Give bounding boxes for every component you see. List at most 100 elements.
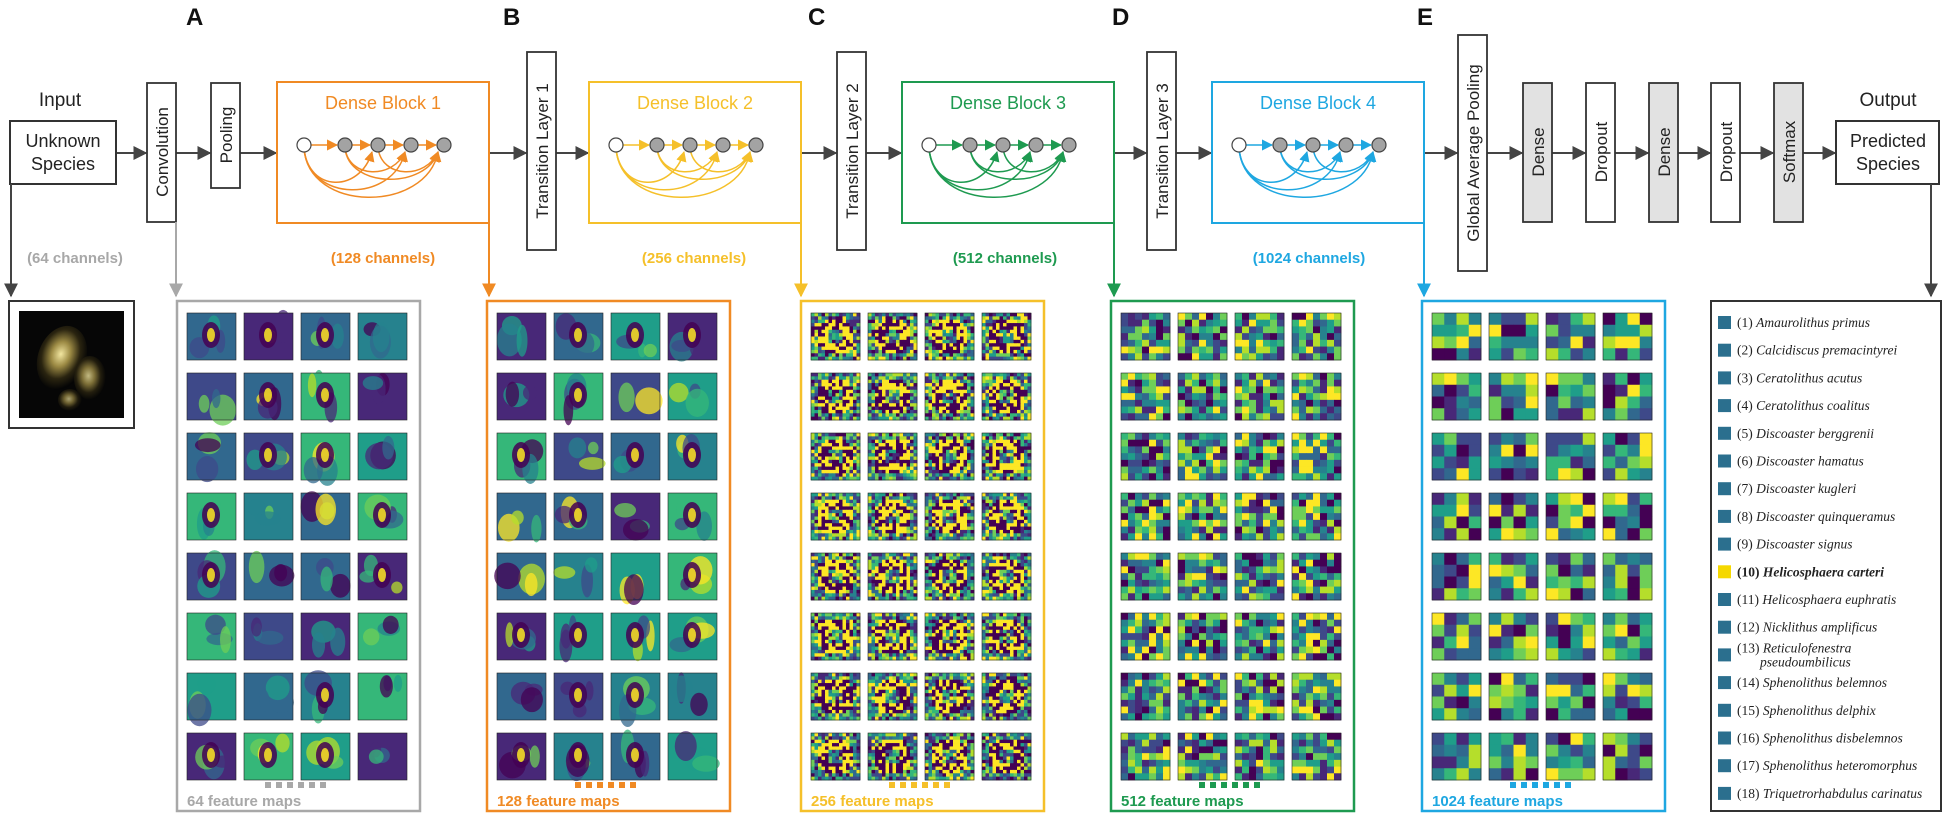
feature-map-tile xyxy=(243,550,295,601)
feature-map-tile xyxy=(553,432,606,481)
species-marker xyxy=(1718,620,1731,634)
section-letter-c: C xyxy=(808,4,825,31)
species-marker xyxy=(1718,731,1731,745)
feature-map-tile xyxy=(1602,612,1653,661)
species-label: (13) Reticulofenestra xyxy=(1737,640,1852,655)
feature-map-tile xyxy=(924,492,975,541)
dense-node xyxy=(649,137,665,153)
feature-map-tile xyxy=(1234,312,1285,361)
species-item: (18) Triquetrorhabdulus carinatus xyxy=(1718,786,1922,801)
dense-a-label: Dense xyxy=(1529,127,1548,176)
section-letters: A B C D E xyxy=(186,4,1433,31)
feature-map-tile xyxy=(981,552,1032,601)
feature-map-tile xyxy=(1431,612,1482,661)
more-maps-dot xyxy=(1554,782,1560,788)
species-item: (7) Discoaster kugleri xyxy=(1718,481,1856,496)
feature-map-tile xyxy=(300,312,351,361)
dense-node xyxy=(1231,137,1247,153)
feature-map-tile xyxy=(357,312,408,361)
more-maps-dot xyxy=(298,782,304,788)
species-label: (14) Sphenolithus belemnos xyxy=(1737,675,1887,690)
feature-map-tile xyxy=(610,492,661,541)
feature-map-tile xyxy=(1120,372,1171,421)
dense-node xyxy=(1338,137,1354,153)
feature-map-tile xyxy=(357,672,408,721)
feature-map-tile xyxy=(186,612,237,661)
transition-layer-2: Transition Layer 2 xyxy=(836,51,867,251)
feature-map-tile xyxy=(1291,312,1342,361)
dense-layer-b: Dense xyxy=(1648,82,1679,223)
dense-node xyxy=(337,137,353,153)
feature-map-tile xyxy=(1291,432,1342,481)
more-maps-dot xyxy=(1254,782,1260,788)
species-label: (7) Discoaster kugleri xyxy=(1737,481,1856,496)
species-marker xyxy=(1718,399,1731,413)
feature-map-tile xyxy=(867,612,918,661)
more-maps-dot xyxy=(1210,782,1216,788)
feature-map-tile xyxy=(810,672,861,721)
channels-label: (1024 channels) xyxy=(1253,250,1366,267)
feature-map-tile xyxy=(1488,432,1539,481)
feature-map-tile xyxy=(243,612,294,661)
feature-map-tile xyxy=(867,372,918,421)
feature-map-tile xyxy=(1234,612,1285,661)
convolution-layer: Convolution xyxy=(146,82,177,223)
feature-maps-label: 1024 feature maps xyxy=(1432,793,1563,810)
feature-map-tile xyxy=(810,552,861,601)
species-item: (4) Ceratolithus coalitus xyxy=(1718,398,1870,413)
species-item: (14) Sphenolithus belemnos xyxy=(1718,675,1887,690)
feature-map-tile xyxy=(667,372,718,421)
dense-node xyxy=(296,137,312,153)
more-maps-dot xyxy=(276,782,282,788)
feature-map-tile xyxy=(1545,492,1596,541)
feature-map-tile xyxy=(494,552,547,601)
feature-maps-label: 256 feature maps xyxy=(811,793,934,810)
feature-map-tile xyxy=(810,612,861,661)
feature-map-tile xyxy=(1120,672,1171,721)
dense-block-4: Dense Block 4 xyxy=(1211,81,1425,224)
feature-map-tile xyxy=(810,372,861,421)
dense-node xyxy=(962,137,978,153)
dense-block-2: Dense Block 2 xyxy=(588,81,802,224)
species-marker xyxy=(1718,648,1731,662)
more-maps-dot xyxy=(1510,782,1516,788)
feature-map-tile xyxy=(810,312,861,361)
output-section: Output Predicted Species (1) Amaurolithu… xyxy=(1710,90,1942,812)
transition-layer-1: Transition Layer 1 xyxy=(526,51,557,251)
feature-map-tile xyxy=(610,672,661,728)
species-item: (10) Helicosphaera carteri xyxy=(1718,564,1884,579)
more-maps-dot xyxy=(889,782,895,788)
feature-map-tile xyxy=(357,612,408,661)
feature-map-tile xyxy=(496,372,547,421)
more-maps-dot xyxy=(911,782,917,788)
species-item: (16) Sphenolithus disbelemnos xyxy=(1718,731,1903,746)
transition-layer-3-label: Transition Layer 3 xyxy=(1153,83,1172,218)
feature-map-tile xyxy=(924,372,975,421)
feature-map-tile xyxy=(1488,732,1539,781)
feature-map-tile xyxy=(1545,372,1596,421)
feature-map-tile xyxy=(1431,312,1482,361)
dense-block-title: Dense Block 4 xyxy=(1260,93,1376,113)
feature-panel-5: (1024 channels) 1024 feature maps xyxy=(1253,223,1667,813)
transition-layer-2-label: Transition Layer 2 xyxy=(843,83,862,218)
feature-map-tile xyxy=(496,492,547,543)
dense-node xyxy=(748,137,764,153)
more-maps-dot xyxy=(320,782,326,788)
dense-node xyxy=(1305,137,1321,153)
feature-map-tile xyxy=(1291,372,1342,421)
feature-map-tile xyxy=(300,432,351,486)
feature-maps-label: 64 feature maps xyxy=(187,793,301,810)
feature-map-tile xyxy=(300,612,351,661)
feature-map-tile xyxy=(553,672,604,721)
species-label: (5) Discoaster berggrenii xyxy=(1737,426,1874,441)
feature-map-tile xyxy=(553,612,604,663)
feature-map-tile xyxy=(1545,672,1596,721)
feature-map-tile xyxy=(610,432,661,481)
more-maps-dot xyxy=(1243,782,1249,788)
feature-map-tile xyxy=(1234,372,1285,421)
feature-map-tile xyxy=(1545,732,1596,781)
feature-panel-1: (64 channels)64 feature maps xyxy=(27,222,422,813)
species-marker xyxy=(1718,316,1731,329)
species-label: (18) Triquetrorhabdulus carinatus xyxy=(1737,786,1922,801)
